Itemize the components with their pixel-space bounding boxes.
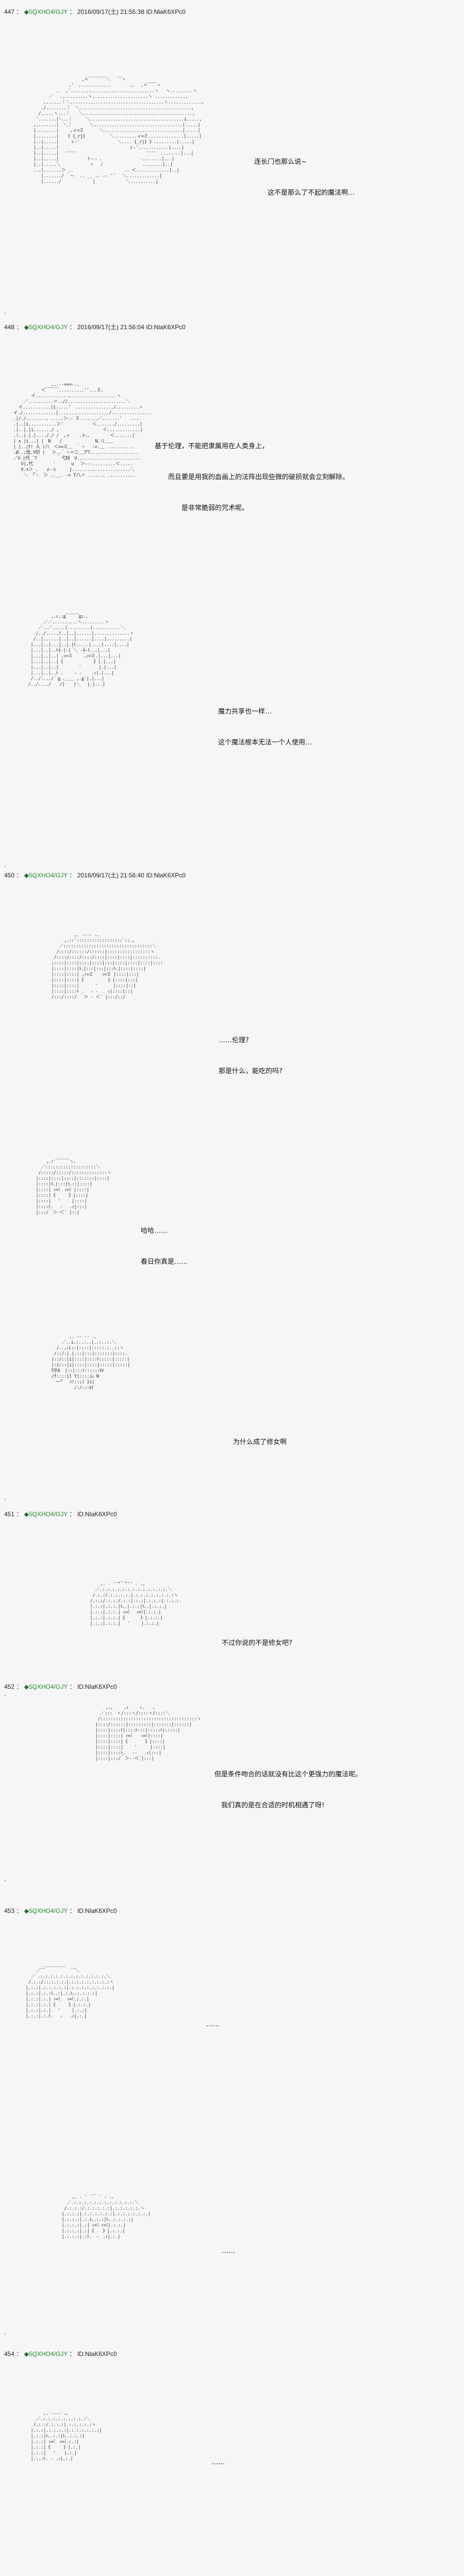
separator-dot: . (4, 1875, 6, 1883)
dialogue: 哈哈…… 春日你真是…… (141, 1227, 188, 1266)
post-header: 451 ： ◆5QXHO4/GJY ： ID:NlaK6XPc0 (4, 1511, 117, 1518)
trip-diamond-icon: ◆ (24, 324, 29, 331)
ascii-art: ,. -‐‐- .､ ／.:.:.:.:.:.:.:.:.:＼ /.:.:/.:… (30, 2411, 102, 2462)
ascii-art: ,.ｨ'´￣￣`ヽ、 ／::::::::::::::::::::＼ /:::::… (36, 1159, 111, 1215)
trip-diamond-icon: ◆ (24, 872, 29, 879)
dialogue: 为什么成了修女啊 (233, 1438, 287, 1446)
dialogue: …… (206, 2021, 220, 2028)
trip-code[interactable]: 5QXHO4/GJY (28, 1907, 68, 1914)
ascii-art: ,.ｨ,:≦￣￣￣≧ｭ.､ ／／..........ヽ.........ヽ ／.… (28, 614, 134, 687)
post-id: ID:NlaK6XPc0 (77, 1683, 117, 1690)
separator-dot: . (4, 861, 6, 869)
trip-diamond-icon: ◆ (24, 2350, 29, 2358)
trip-diamond-icon: ◆ (24, 1683, 29, 1690)
trip-code[interactable]: 5QXHO4/GJY (28, 8, 68, 15)
ascii-art: ,..-‐===-.. ＜￣￣￣..........''...ミ、 イ.....… (13, 382, 153, 478)
ascii-art: ,. ‐ ' ´￣ ` ‐ .、 ／.:.:.:.:.:.:.:.:.:.:.:… (61, 2195, 151, 2240)
separator-dot: . (4, 308, 6, 315)
separator-dot: . (4, 1494, 6, 1501)
dialogue: ……伦理? 那是什么，能吃的吗? (219, 1037, 283, 1075)
post-header: 450 ： ◆5QXHO4/GJY ： 2016/09/17(土) 21:56:… (4, 872, 186, 879)
trip-diamond-icon: ◆ (24, 1907, 29, 1914)
post-id: ID:NlaK6XPc0 (77, 2350, 117, 2358)
post-header: 454 ： ◆5QXHO4/GJY ： ID:NlaK6XPc0 (4, 2350, 117, 2358)
trip-code[interactable]: 5QXHO4/GJY (28, 1683, 68, 1690)
post-id: ID:NlaK6XPc0 (146, 324, 186, 331)
separator-dot: . (4, 2329, 6, 2336)
post-id: ID:NlaK6XPc0 (146, 8, 186, 15)
post-id: ID:NlaK6XPc0 (77, 1511, 117, 1518)
post-number: 450 (4, 872, 15, 879)
post-header: 453 ： ◆5QXHO4/GJY ： ID:NlaK6XPc0 (4, 1907, 117, 1914)
dialogue: 魔力共享也一样… 这个魔法根本无法一个人使用… (218, 708, 312, 747)
post-number: 447 (4, 8, 15, 15)
dialogue: …… (211, 2459, 225, 2466)
ascii-art: ,〃￣￣￣￣＼ ￣ヽ ,' ............. ., ,〃￣￣ヽ . ,… (33, 77, 204, 184)
dialogue: …… (222, 2247, 235, 2255)
trip-code[interactable]: 5QXHO4/GJY (28, 872, 68, 879)
trip-code[interactable]: 5QXHO4/GJY (28, 2350, 68, 2358)
post-number: 451 (4, 1511, 15, 1518)
trip-code[interactable]: 5QXHO4/GJY (28, 1511, 68, 1518)
dialogue: 基于伦理，不能把隶属用在人类身上， 而且要是用我的血画上的法阵出现些微的破损就会… (155, 443, 350, 512)
post-id: ID:NlaK6XPc0 (77, 1907, 117, 1914)
ascii-art: ,.、 ,ｨ ｨ. ､ ／:::｀ヽ/:::ヽ/::::ヽ/::::＼ /:::… (95, 1705, 202, 1761)
post-header: 452 ： ◆5QXHO4/GJY ： ID:NlaK6XPc0 (4, 1683, 117, 1690)
post-header: 447 ： ◆5QXHO4/GJY ： 2016/09/17(土) 21:55:… (4, 8, 186, 15)
post-number: 452 (4, 1683, 15, 1690)
ascii-art: ,. -‐‐- .、 ,.::´::::::::::::::::::`::.、 … (51, 933, 163, 1000)
post-date: 2016/09/17(土) 21:56:04 (77, 324, 144, 331)
dialogue: 但是条件吻合的话就没有比这个更强力的魔法呢。 我们真的是在合适的时机相遇了呀! (214, 1771, 362, 1809)
post-number: 454 (4, 2350, 15, 2358)
dialogue: 连长门也那么说~ 这不是那么了不起的魔法啊… (254, 158, 355, 197)
trip-code[interactable]: 5QXHO4/GJY (28, 324, 68, 331)
ascii-art: ,. ‐ ''"￣"'' ‐ ., ／.:.:.:.:.:.:.:.:.:.:.… (90, 1582, 181, 1626)
post-date: 2016/09/17(土) 21:56:40 (77, 872, 144, 879)
ascii-art: ＿＿＿＿＿ ／￣ ￣＼ ／ .:.:.:.:.:.:.:.:.:.:.:.:.:… (25, 1963, 115, 2019)
post-date: 2016/09/17(土) 21:55:38 (77, 8, 144, 15)
post-number: 453 (4, 1907, 15, 1914)
post-number: 448 (4, 324, 15, 331)
trip-diamond-icon: ◆ (24, 1511, 29, 1518)
ascii-art: ,. -‐ ‐- .､ ／..i.:..:..|..:..:.＼ /..,ｨ|:… (51, 1334, 130, 1391)
post-header: 448 ： ◆5QXHO4/GJY ： 2016/09/17(土) 21:56:… (4, 324, 186, 331)
trip-diamond-icon: ◆ (24, 8, 29, 15)
separator-dot: . (4, 1690, 6, 1697)
dialogue: 不过你说的不是修女吧? (222, 1639, 292, 1647)
post-id: ID:NlaK6XPc0 (146, 872, 186, 879)
